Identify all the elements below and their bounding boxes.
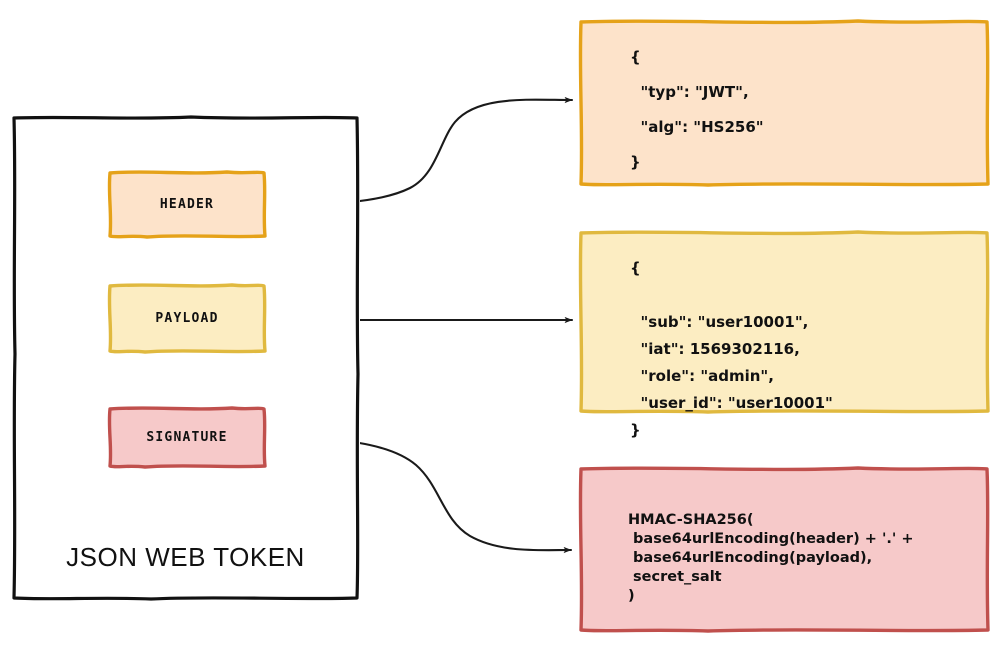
header-json-text: { "typ": "JWT", "alg": "HS256" } [630, 48, 764, 171]
token-part-payload[interactable]: PAYLOAD [107, 282, 267, 355]
token-part-header-label: HEADER [159, 197, 215, 212]
jwt-token-container: HEADER PAYLOAD SIGNATURE JSON WEB TOKEN [11, 114, 360, 602]
signature-formula-text: HMAC-SHA256( base64urlEncoding(header) +… [628, 512, 914, 604]
payload-detail-panel: { "sub": "user10001", "iat": 1569302116,… [578, 229, 990, 439]
jwt-title-label: JSON WEB TOKEN [66, 542, 305, 572]
token-part-payload-label: PAYLOAD [155, 311, 219, 326]
token-part-payload-shape [107, 283, 267, 354]
token-container-outline [12, 115, 360, 601]
signature-detail-panel: HMAC-SHA256( base64urlEncoding(header) +… [578, 465, 990, 634]
token-part-signature-label: SIGNATURE [146, 430, 228, 445]
payload-json-text: { "sub": "user10001", "iat": 1569302116,… [630, 259, 833, 439]
header-detail-panel: { "typ": "JWT", "alg": "HS256" } [578, 18, 990, 188]
token-part-signature[interactable]: SIGNATURE [107, 405, 267, 470]
payload-panel-shape [578, 230, 990, 414]
signature-panel-shape [578, 466, 990, 633]
header-panel-shape [578, 19, 990, 187]
token-part-header[interactable]: HEADER [107, 169, 267, 240]
token-part-header-shape [107, 170, 267, 239]
